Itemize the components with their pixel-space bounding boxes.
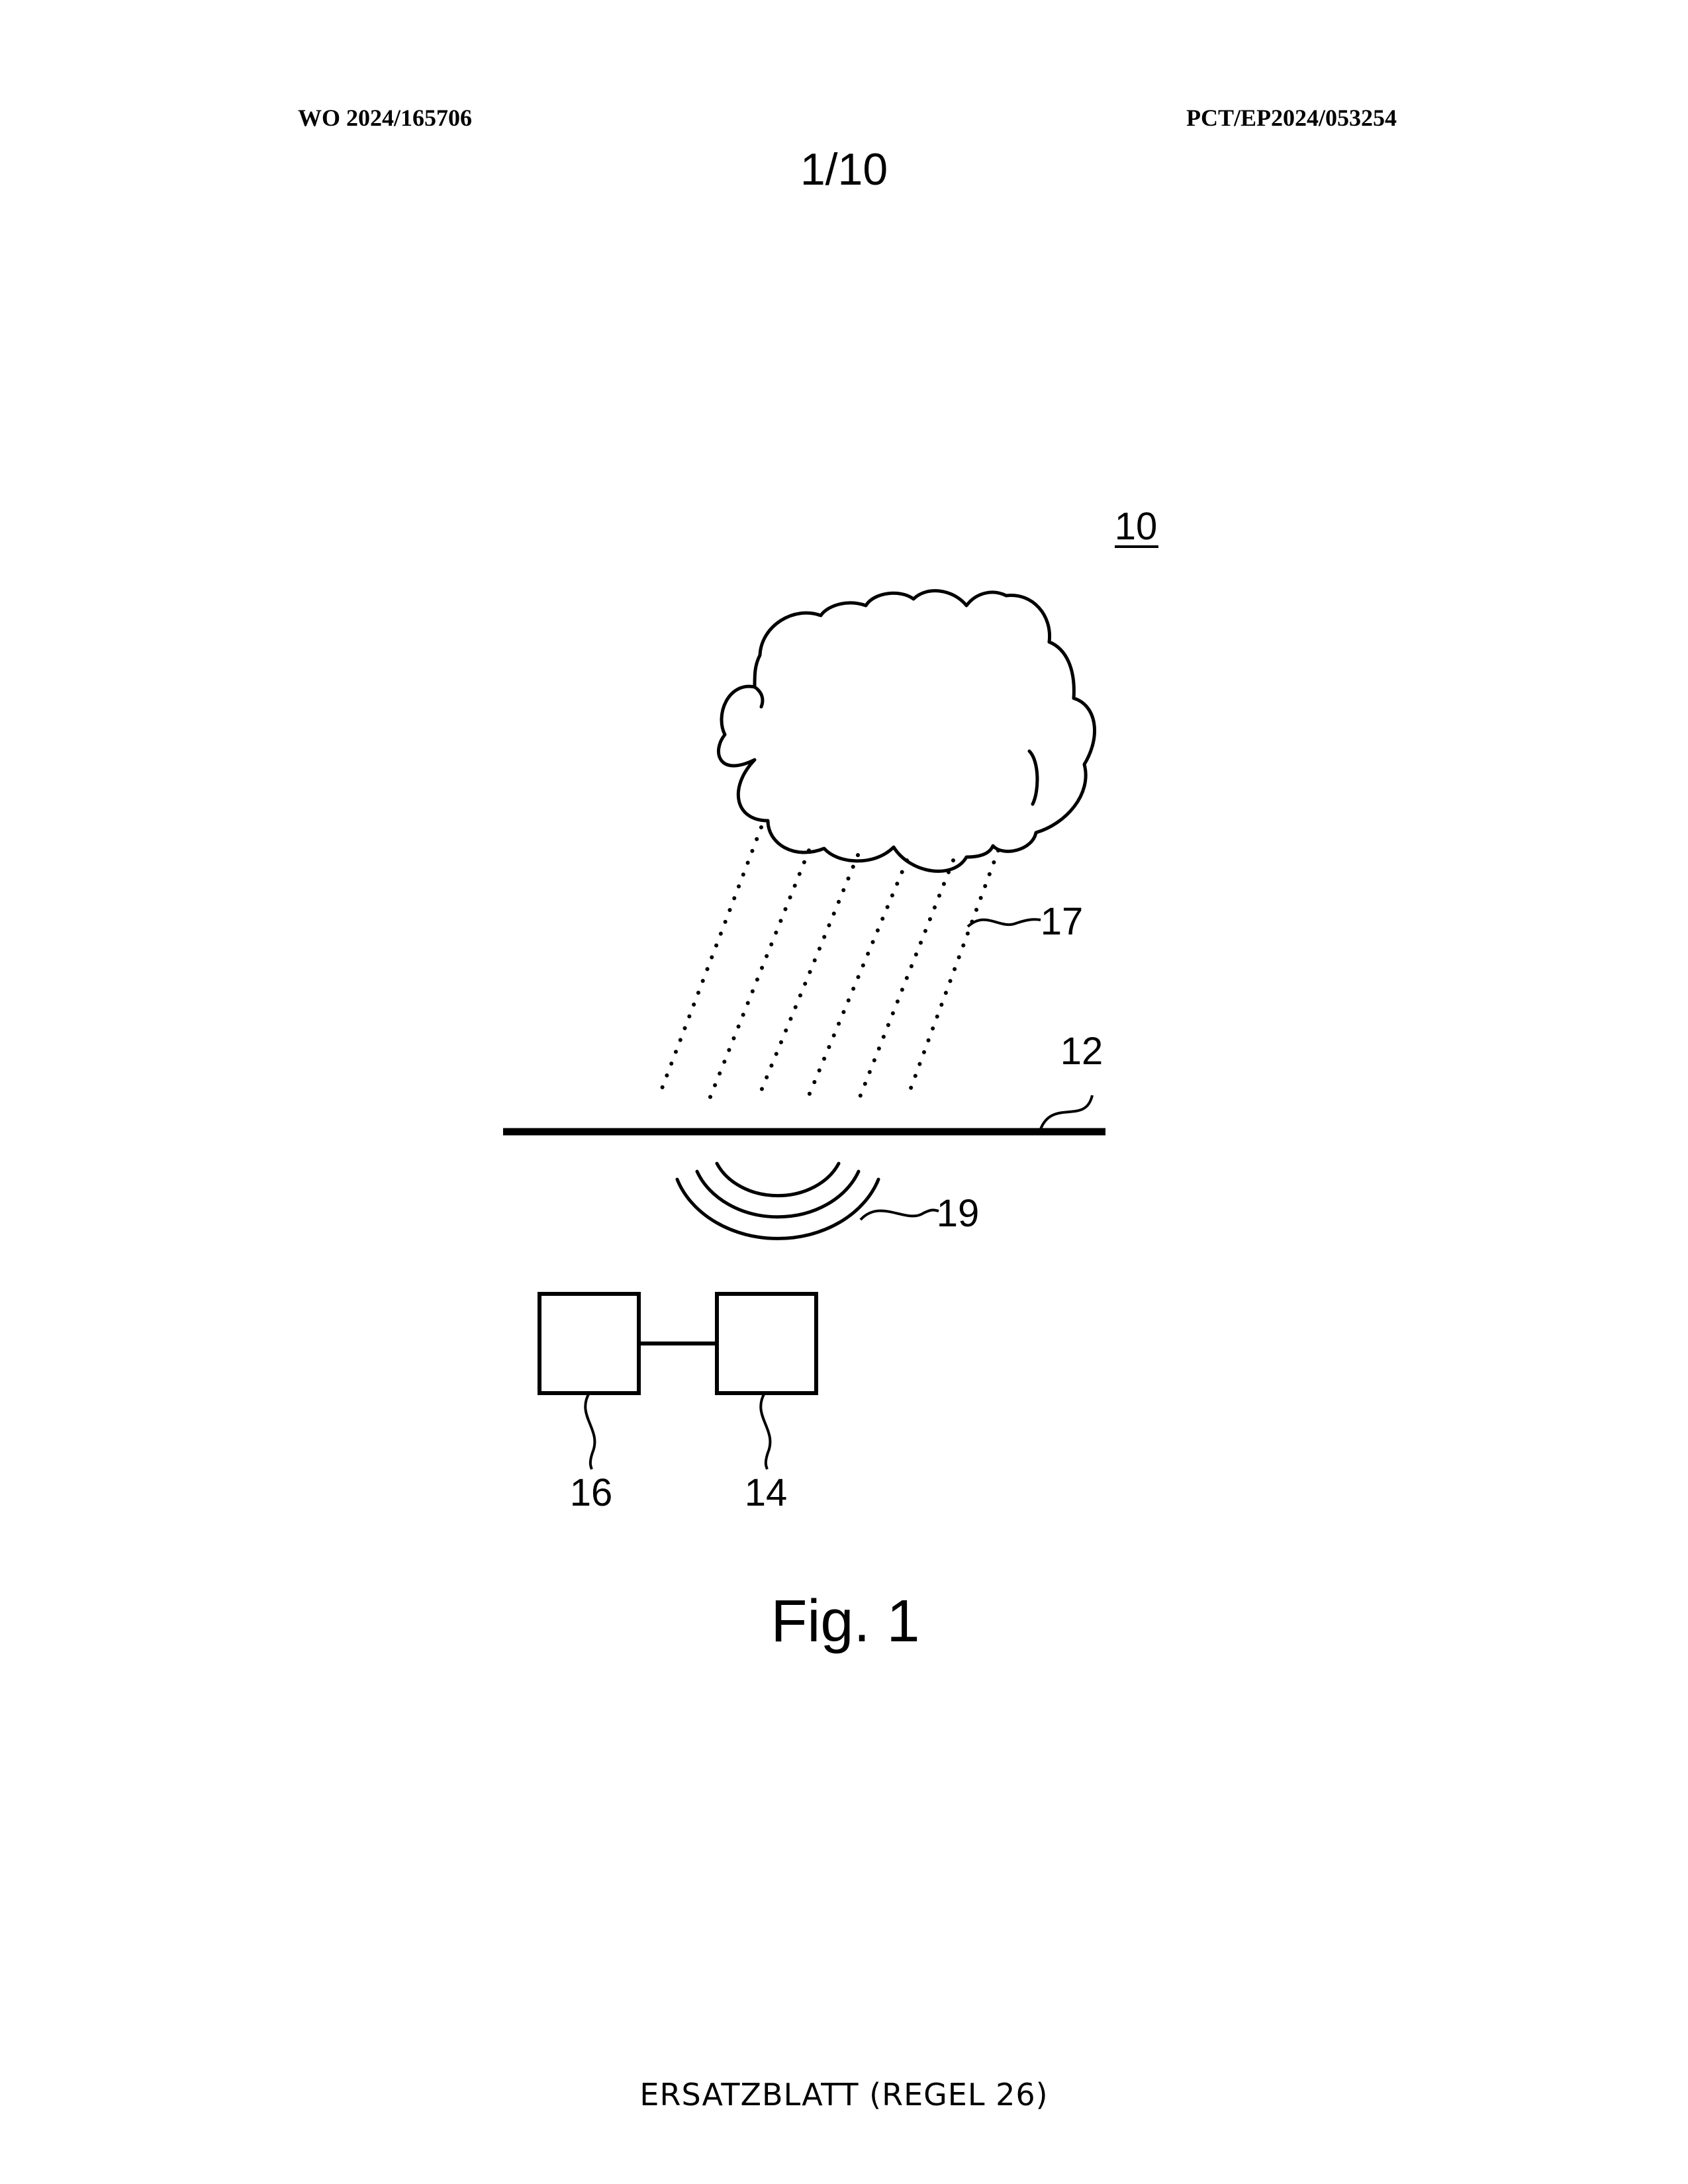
- rain-line: [710, 850, 809, 1099]
- leader-waves: [861, 1210, 939, 1220]
- leader-rain: [968, 919, 1041, 927]
- rain-line: [908, 850, 998, 1095]
- rain-line: [809, 860, 907, 1095]
- label-rain-17: 17: [1041, 900, 1084, 943]
- cloud-inner-notch: [755, 687, 763, 707]
- label-system-10: 10: [1115, 505, 1158, 548]
- rain-line: [758, 855, 858, 1099]
- label-waves-19: 19: [937, 1192, 980, 1235]
- label-surface-12: 12: [1060, 1030, 1103, 1073]
- footer-note: ERSATZBLATT (REGEL 26): [0, 2079, 1688, 2110]
- wave-arc: [717, 1163, 839, 1196]
- cloud-inner-notch: [1029, 751, 1037, 804]
- sensor-box: [717, 1294, 816, 1393]
- cloud-shape: [718, 591, 1094, 872]
- leader-surface: [1041, 1095, 1092, 1129]
- rain-line: [659, 827, 761, 1095]
- label-processor-16: 16: [570, 1471, 613, 1514]
- waves: [677, 1163, 878, 1238]
- rain-lines: [659, 827, 998, 1099]
- label-sensor-14: 14: [745, 1471, 788, 1514]
- figure-caption: Fig. 1: [771, 1588, 919, 1655]
- leader-processor: [585, 1393, 594, 1469]
- processor-box: [539, 1294, 639, 1393]
- leader-sensor: [761, 1393, 770, 1469]
- rain-line: [859, 860, 953, 1099]
